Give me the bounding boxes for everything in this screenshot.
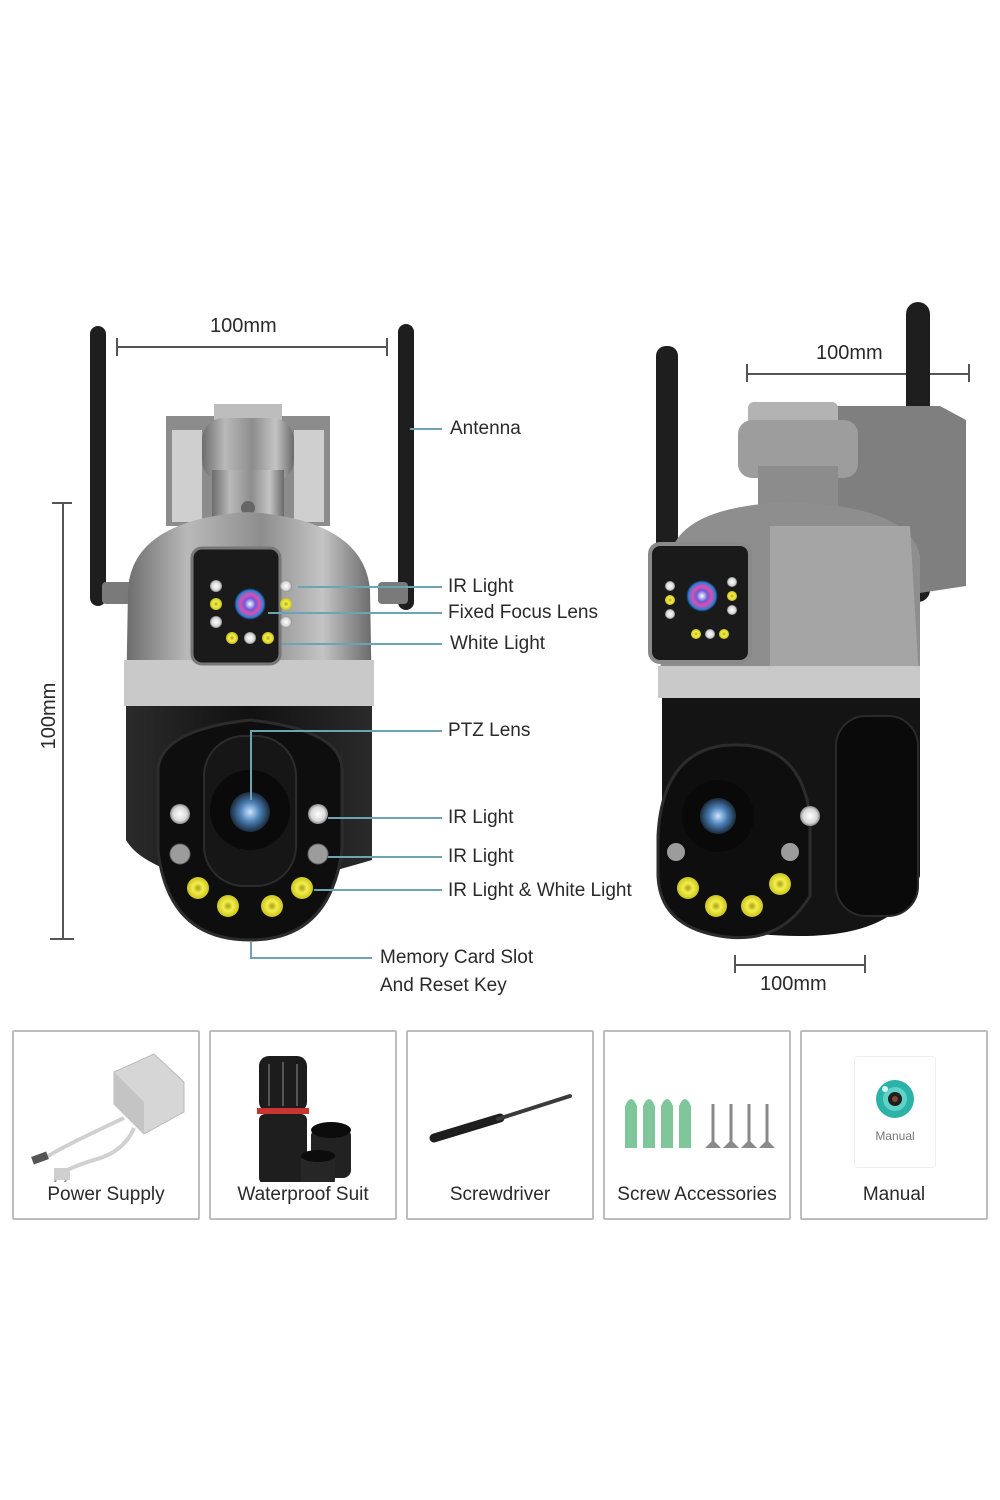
side-bottom-dimension-line: [734, 964, 866, 966]
leader-line: [328, 817, 442, 819]
screwdriver-icon: [429, 1094, 572, 1143]
leader-line: [250, 730, 252, 800]
accessory-label: Waterproof Suit: [237, 1184, 369, 1205]
callout-ir-light-ptz-lower: IR Light: [448, 846, 514, 867]
power-adapter-icon: [31, 1053, 185, 1182]
antenna-icon: [90, 324, 414, 610]
leader-line: [410, 428, 442, 430]
dimension-tick: [746, 364, 748, 382]
accessory-label: Power Supply: [47, 1184, 165, 1205]
callout-white-light: White Light: [450, 633, 546, 654]
camera-front-illustration: [90, 324, 414, 942]
callout-ir-light-ptz-upper: IR Light: [448, 807, 514, 828]
dimension-tick: [386, 338, 388, 356]
callout-memory-card-slot: Memory Card Slot: [380, 947, 534, 968]
dimension-tick: [50, 938, 74, 940]
callout-ir-light-fixed: IR Light: [448, 576, 514, 597]
callout-antenna: Antenna: [450, 418, 521, 439]
side-bottom-dimension-label: 100mm: [760, 973, 827, 995]
callout-fixed-focus-lens: Fixed Focus Lens: [448, 602, 598, 623]
camera-app-logo-icon: [876, 1080, 914, 1118]
accessory-power-supply: Power Supply: [12, 1030, 200, 1220]
front-width-dimension-line: [116, 346, 388, 348]
camera-side-illustration: [648, 302, 966, 940]
manual-booklet-text: Manual: [875, 1129, 915, 1143]
side-top-dimension-line: [746, 373, 970, 375]
dimension-tick: [864, 955, 866, 973]
leader-line: [314, 889, 442, 891]
dimension-tick: [116, 338, 118, 356]
accessory-label: Screw Accessories: [617, 1184, 777, 1205]
accessory-waterproof-suit: Waterproof Suit: [209, 1030, 397, 1220]
manual-booklet-icon: Manual: [854, 1056, 936, 1168]
accessory-label: Screwdriver: [449, 1184, 551, 1205]
leader-line: [250, 942, 252, 958]
accessory-screw-accessories: Screw Accessories: [603, 1030, 791, 1220]
leader-line: [298, 586, 442, 588]
leader-line: [268, 612, 442, 614]
dimension-tick: [52, 502, 72, 504]
screws-anchors-icon: [625, 1099, 775, 1148]
accessory-label: Manual: [862, 1184, 926, 1205]
leader-line: [250, 957, 372, 959]
front-height-dimension-line: [62, 502, 64, 940]
side-top-dimension-label: 100mm: [816, 342, 883, 364]
leader-line: [282, 643, 442, 645]
dimension-tick: [968, 364, 970, 382]
leader-line: [250, 730, 442, 732]
callout-ir-white-light: IR Light & White Light: [448, 880, 632, 901]
leader-line: [328, 856, 442, 858]
dimension-tick: [734, 955, 736, 973]
accessory-screwdriver: Screwdriver: [406, 1030, 594, 1220]
waterproof-connector-icon: [257, 1056, 351, 1182]
front-height-dimension-label: 100mm: [38, 682, 60, 750]
callout-reset-key: And Reset Key: [380, 975, 507, 996]
callout-ptz-lens: PTZ Lens: [448, 720, 531, 741]
accessory-manual: Manual Manual: [800, 1030, 988, 1220]
front-width-dimension-label: 100mm: [210, 315, 277, 337]
